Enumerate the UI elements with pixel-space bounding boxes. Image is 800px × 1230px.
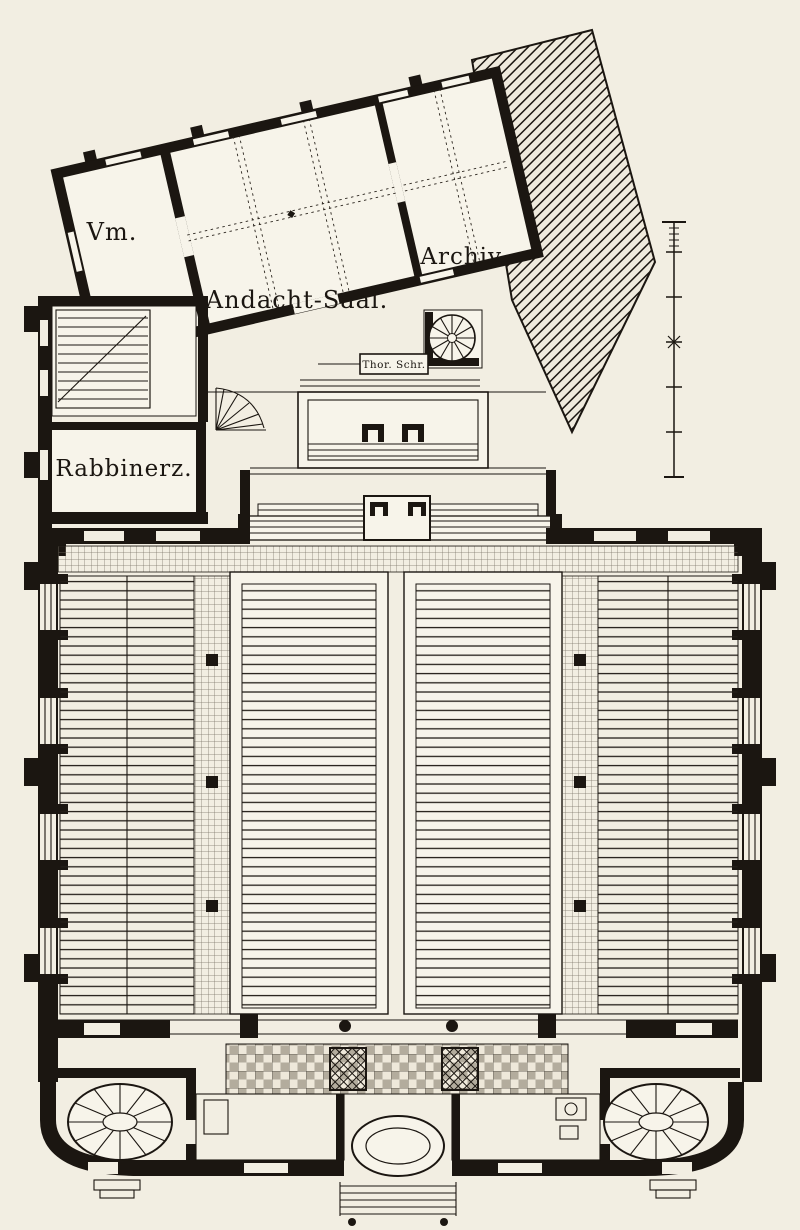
room-label-vorraum: Vm. xyxy=(86,218,138,246)
hall-wall-top-left xyxy=(38,528,250,544)
ark-support-right xyxy=(402,424,424,442)
vault-center-mark xyxy=(287,210,296,219)
bottom-wall xyxy=(196,1160,592,1176)
pier-left xyxy=(329,1047,367,1091)
room-label-rabbinerzimmer: Rabbinerz. xyxy=(55,456,192,482)
hall-top-windows xyxy=(84,531,710,541)
scale-bar xyxy=(662,221,686,478)
wall-window-slits xyxy=(40,320,48,396)
shrine-steps xyxy=(300,379,480,387)
checker-floor-band xyxy=(225,1043,569,1095)
spiral-stair xyxy=(423,309,483,369)
rabbi-room-wall-bottom xyxy=(38,512,208,524)
rear-colonnade xyxy=(58,1014,738,1038)
connector-zone xyxy=(208,309,562,542)
wing-wall-right xyxy=(489,66,544,259)
pew-block-center-right xyxy=(415,583,551,1009)
hall-wall-top-right xyxy=(546,528,762,544)
corner-window-bl xyxy=(88,1162,118,1174)
corner-window-br xyxy=(662,1162,692,1174)
outer-pilasters xyxy=(24,562,776,982)
rabbi-room-wall-top xyxy=(38,422,206,430)
tower-steps xyxy=(93,1179,697,1199)
scale-bar-fine-ticks xyxy=(669,227,679,247)
connector-wall-stubs xyxy=(240,470,556,528)
straight-stair xyxy=(55,309,151,409)
rabbi-room-wall-right xyxy=(196,422,206,524)
rabbi-room-floor xyxy=(52,422,200,516)
pew-block-center-left xyxy=(241,583,377,1009)
hall-columns xyxy=(206,654,586,912)
aisle-strip-left xyxy=(193,575,231,1015)
aisle-strip-right xyxy=(561,575,599,1015)
room-label-thora-schrein: Thor. Schr. xyxy=(362,359,425,371)
ark-support-left xyxy=(362,424,384,442)
stairhall-wall-top xyxy=(38,296,208,306)
ark-steps xyxy=(238,495,562,542)
corner-wall-bl xyxy=(40,1082,200,1176)
entrance xyxy=(336,1094,460,1226)
stairhall-wall-right xyxy=(198,300,208,422)
scale-bar-cross-mark xyxy=(667,335,681,349)
entrance-post-left xyxy=(348,1218,356,1226)
corner-block-tr xyxy=(734,528,762,556)
outer-pilasters-upper-left xyxy=(24,306,38,478)
entrance-post-right xyxy=(440,1218,448,1226)
vestibule xyxy=(40,1043,744,1226)
tiled-band-top xyxy=(57,545,739,573)
ark-bracket-right xyxy=(408,502,426,516)
vault-dashed-lines xyxy=(187,88,511,309)
rabbi-room-window xyxy=(40,450,48,480)
entrance-steps xyxy=(339,1182,457,1216)
stair-break-line xyxy=(57,315,147,403)
almemor-platform xyxy=(297,391,489,469)
wing-pilasters xyxy=(82,74,423,163)
room-label-andacht-saal: Andacht-Saal. xyxy=(205,286,388,314)
room-label-archiv: Archiv. xyxy=(419,244,507,270)
winder-stair xyxy=(215,387,266,431)
choir-step-lines xyxy=(250,467,546,475)
annex-wing xyxy=(50,65,544,361)
oval-stair-right xyxy=(600,1068,740,1168)
corner-wall-br xyxy=(588,1082,744,1176)
torah-shrine-box xyxy=(318,353,470,375)
stairhall-floor xyxy=(51,305,197,417)
upper-left-block xyxy=(24,296,208,532)
oval-stair-left xyxy=(56,1068,196,1168)
main-hall xyxy=(24,528,776,1082)
ark-bracket-left xyxy=(370,502,388,516)
pier-right xyxy=(441,1047,479,1091)
